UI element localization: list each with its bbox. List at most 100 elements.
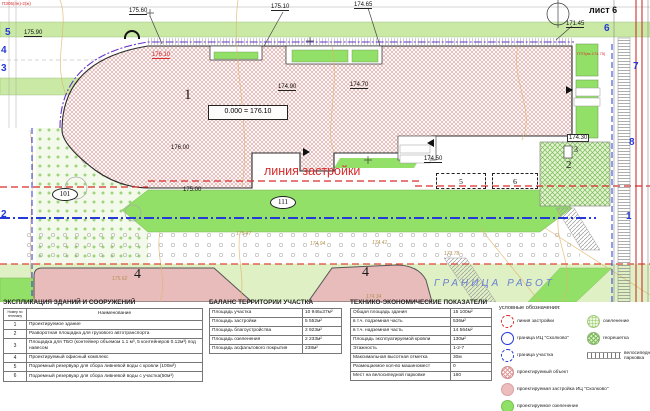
elevation-label: 174.90 — [278, 84, 297, 91]
table-row: 2 Разворотная площадка для грузового авт… — [3, 328, 203, 340]
red-annotation: ПТП(вх.174.75) — [577, 51, 606, 56]
row-value: 130м² — [450, 334, 492, 345]
legend-item: георешетка — [587, 332, 649, 345]
site-boundary-icon — [501, 349, 514, 362]
table-row: Площадь участка 10 946±37м² — [209, 308, 342, 318]
table-row: Максимальная высотная отметка 30м — [350, 352, 492, 363]
elevation-label: 175.10 — [271, 4, 290, 11]
elevation-label: 175.60 — [129, 8, 148, 15]
elevation-label: 174.70 — [350, 82, 369, 89]
street-right — [613, 0, 649, 302]
row-value: 536м² — [450, 316, 492, 327]
row-label: Площадь эксплуатируемой кровли — [350, 334, 451, 345]
work-boundary-label: ГРАНИЦА РАБОТ — [434, 278, 555, 289]
row-label: Размещаемое кол-во машиномест — [350, 361, 451, 372]
row-label: Площадь участка — [209, 308, 303, 318]
row-value: 15 100м² — [450, 308, 492, 318]
designed-object-icon — [501, 366, 514, 379]
contour-label: 174.34 — [366, 294, 382, 300]
point-marker-111: 111 — [270, 196, 296, 209]
legend-item: озеленение — [587, 315, 649, 328]
row-label: Максимальная высотная отметка — [350, 352, 451, 363]
row-name: Площадка для ТБО (контейнер объемом 1.1 … — [26, 338, 203, 354]
entrance-canopy-icon — [124, 30, 140, 39]
row-value: 2 233м² — [302, 334, 342, 345]
table-row: Площадь благоустройства 2 923м² — [209, 325, 342, 336]
row-number: 1 — [3, 319, 27, 330]
row-label: Мест на велосипедной парковке — [350, 370, 451, 381]
row-value: 5 552м² — [302, 316, 342, 327]
table-row: в т.ч. надземная часть 14 564м² — [350, 325, 492, 336]
row-name: Проектируемое здание — [26, 319, 203, 330]
area-number-building: 1 — [184, 87, 192, 103]
table-row: Площадь асфальтового покрытия 238м² — [209, 343, 342, 354]
explication-title: ЭКСПЛИКАЦИЯ ЗДАНИЙ И СООРУЖЕНИЙ — [3, 299, 136, 306]
legend-item: проектируемое озеленение — [501, 400, 611, 411]
bike-parking-icon — [587, 352, 621, 359]
axis-label-left: 3 — [1, 63, 7, 74]
row-label: в т.ч. надземная часть — [350, 325, 451, 336]
legend-item: велосипедная парковка — [587, 349, 650, 362]
legend-column-left: линия застройки граница ИЦ "Сколково" гр… — [501, 315, 611, 411]
row-number: 2 — [3, 328, 27, 340]
entrance-arrow-icon — [566, 86, 573, 94]
row-number: 6 — [3, 371, 27, 382]
row-value: 0 — [450, 361, 492, 372]
area-number-reservoir: 6 — [513, 176, 517, 186]
row-value: 238м² — [302, 343, 342, 354]
table-row: Площадь эксплуатируемой кровли 130м² — [350, 334, 492, 345]
table-row: 6 Подземный резервуар для сбора ливневой… — [3, 371, 203, 382]
row-label: Общая площадь здания — [350, 308, 451, 318]
designed-building-shape — [61, 45, 601, 189]
axis-label-left: 2 — [1, 209, 7, 220]
axis-label-left: 4 — [1, 45, 7, 56]
skolkovo-development-icon — [501, 383, 514, 396]
area-number-turning: 2 — [566, 159, 572, 171]
table-row: Общая площадь здания 15 100м² — [350, 308, 492, 318]
area-number-reservoir: 5 — [459, 176, 463, 186]
zero-level-mark: 0.000 = 176.10 — [208, 105, 288, 120]
point-marker-101: 101 — [52, 188, 78, 201]
table-row: Площадь озеленения 2 233м² — [209, 334, 342, 345]
table-row: 3 Площадка для ТБО (контейнер объемом 1.… — [3, 338, 203, 354]
corner-stamp: ПЗ05(пн)-2(ж) — [2, 1, 31, 6]
legend-item-label: граница участка — [517, 353, 554, 358]
row-number: 4 — [3, 352, 27, 364]
contour-label: 173.78 — [444, 251, 460, 257]
legend-item: граница ИЦ "Сколково" — [501, 332, 611, 345]
row-name: Подземный резервуар для сбора ливневой в… — [26, 371, 203, 382]
area-number-office: 4 — [362, 265, 369, 280]
legend-item-label: велосипедная парковка — [624, 350, 650, 361]
table-header-row: Номер по генплану Наименование — [3, 308, 203, 321]
axis-label-right: 6 — [604, 23, 610, 34]
area-number-tbo: 3 — [574, 145, 578, 154]
tep-title: ТЕХНИКО-ЭКОНОМИЧЕСКИЕ ПОКАЗАТЕЛИ — [350, 299, 488, 306]
table-row: Площадь застройки 5 552м² — [209, 316, 342, 327]
elevation-label: 175.90 — [24, 30, 43, 37]
row-value: 1-2-7 — [450, 343, 492, 354]
designed-greenery-icon — [501, 400, 514, 411]
row-label: Площадь застройки — [209, 316, 303, 327]
reservoir-6-outline: 6 — [492, 173, 538, 189]
axis-label-right: 8 — [629, 137, 635, 148]
table-row: 4 Проектируемый офисный комплекс — [3, 352, 203, 364]
elevation-label: 176.00 — [171, 145, 190, 151]
legend: условные обозначения: линия застройки гр… — [499, 305, 650, 411]
legend-item-label: проектируемая застройка ИЦ "Сколково" — [517, 387, 609, 392]
legend-item-label: озеленение — [603, 319, 630, 324]
row-label: Площадь озеленения — [209, 334, 303, 345]
table-row: Размещаемое кол-во машиномест 0 — [350, 361, 492, 372]
skolkovo-boundary-icon — [501, 332, 514, 345]
row-label: Площадь благоустройства — [209, 325, 303, 336]
contour-label: 174.41 — [372, 240, 388, 246]
row-value: 160 — [450, 370, 492, 381]
table-row: в т.ч. подземная часть 536м² — [350, 316, 492, 327]
contour-label: 175.62 — [112, 276, 128, 282]
legend-item-label: граница ИЦ "Сколково" — [517, 336, 569, 341]
building-line-label: линия застройки — [264, 164, 361, 178]
row-value: 30м — [450, 352, 492, 363]
col-header-name: Наименование — [26, 308, 203, 321]
legend-item-label: линия застройки — [517, 319, 554, 324]
legend-item: граница участка — [501, 349, 611, 362]
table-row: Этажность 1-2-7 — [350, 343, 492, 354]
